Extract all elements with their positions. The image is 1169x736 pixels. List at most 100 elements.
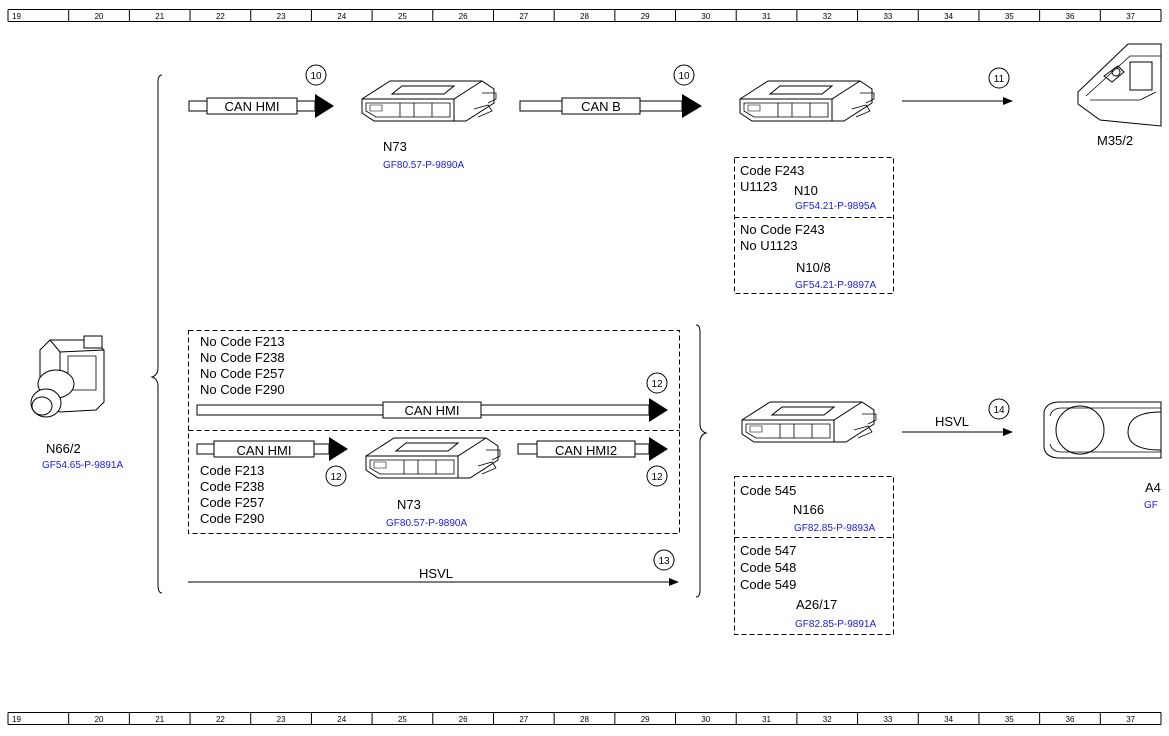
callout-12a-number: 12 (651, 379, 663, 390)
m35-2-device-icon (1077, 43, 1162, 127)
ruler-column-label: 23 (277, 12, 286, 21)
n73-top-ecu-icon (361, 80, 497, 122)
n10-variant-box (734, 157, 894, 294)
ruler-column-label: 21 (155, 12, 164, 21)
m35-2-label: M35/2 (1097, 133, 1133, 148)
ruler-column-label: 19 (12, 12, 21, 21)
n10-8-code-line2: No U1123 (740, 238, 798, 253)
n166-code-line: Code 545 (740, 483, 796, 498)
ruler-column-label: 37 (1126, 715, 1135, 724)
a26-17-ref-link[interactable]: GF82.85-P-9891A (795, 619, 876, 630)
ruler-column-label: 34 (944, 12, 953, 21)
n10-8-label: N10/8 (796, 260, 831, 275)
can-b-arrow (519, 94, 702, 118)
n73-top-label: N73 (383, 139, 407, 154)
callout-12a (646, 372, 668, 394)
can-hmi-mid-arrow (196, 398, 668, 422)
callout-11-number: 11 (994, 74, 1005, 85)
ruler-column-label: 27 (519, 12, 528, 21)
n10-code-line2: U1123 (740, 179, 777, 194)
can-hmi-low-arrow (196, 437, 348, 461)
callout-11 (988, 67, 1010, 89)
callout-12c (646, 465, 668, 487)
n166-ref-link[interactable]: GF82.85-P-9893A (794, 523, 875, 534)
hsvl-bottom-label: HSVL (419, 566, 453, 581)
ruler-column-label: 31 (762, 12, 771, 21)
code-variant-box (188, 330, 680, 534)
ruler-column-label: 31 (762, 715, 771, 724)
ruler-column-label: 24 (337, 715, 346, 724)
ruler-column-label: 30 (701, 12, 710, 21)
can-b-label: CAN B (581, 99, 621, 114)
callout-10b-number: 10 (678, 71, 690, 82)
n66-2-label: N66/2 (46, 441, 81, 456)
n10-8-ref-link[interactable]: GF54.21-P-9897A (795, 280, 876, 291)
ruler-column-label: 27 (519, 715, 528, 724)
n166-ecu-icon (741, 401, 877, 443)
instrument-cluster-a4-icon (1043, 401, 1162, 459)
ruler-column-label: 32 (823, 12, 832, 21)
ruler-column-label: 25 (398, 12, 407, 21)
ruler-column-label: 20 (95, 12, 104, 21)
ruler-column-label: 33 (883, 12, 892, 21)
a26-17-label: A26/17 (796, 597, 837, 612)
ruler-column-label: 26 (459, 715, 468, 724)
callout-12b-number: 12 (330, 472, 342, 483)
ruler-column-label: 22 (216, 12, 225, 21)
can-hmi-mid-label: CAN HMI (405, 403, 460, 418)
n10-ref-link[interactable]: GF54.21-P-9895A (795, 201, 876, 212)
code-line4: Code F290 (200, 511, 264, 526)
ruler-column-label: 37 (1126, 12, 1135, 21)
ruler-column-label: 19 (12, 715, 21, 724)
a4-ref-link[interactable]: GF (1144, 500, 1158, 511)
callout-13-number: 13 (658, 556, 670, 567)
a4-label: A4 (1145, 480, 1161, 495)
ruler-column-label: 35 (1005, 715, 1014, 724)
ruler-column-label: 34 (944, 715, 953, 724)
n73-lower-ref-link[interactable]: GF80.57-P-9890A (386, 518, 467, 529)
can-hmi2-arrow (517, 437, 668, 461)
n10-8-code-line1: No Code F243 (740, 222, 825, 237)
n66-2-ref-link[interactable]: GF54.65-P-9891A (42, 460, 123, 471)
ruler-column-label: 21 (155, 715, 164, 724)
hsvl-right-label: HSVL (935, 414, 969, 429)
code-line1: Code F213 (200, 463, 264, 478)
no-code-line1: No Code F213 (200, 334, 285, 349)
callout-14-number: 14 (993, 405, 1005, 416)
ruler-column-label: 25 (398, 715, 407, 724)
n73-lower-ecu-icon (365, 437, 501, 479)
ruler-column-label: 24 (337, 12, 346, 21)
ruler-column-label: 26 (459, 12, 468, 21)
camera-n66-2-icon (30, 335, 105, 418)
a26-code-line1: Code 547 (740, 543, 796, 558)
callout-12b (325, 465, 347, 487)
ruler-column-label: 28 (580, 715, 589, 724)
n166-label: N166 (793, 502, 824, 517)
can-hmi2-label: CAN HMI2 (555, 443, 617, 458)
ruler-column-label: 23 (277, 715, 286, 724)
n73-top-ref-link[interactable]: GF80.57-P-9890A (383, 160, 464, 171)
ruler-column-label: 36 (1066, 715, 1075, 724)
no-code-line4: No Code F290 (200, 382, 285, 397)
code-line3: Code F257 (200, 495, 264, 510)
n10-label: N10 (794, 183, 818, 198)
ruler-column-label: 32 (823, 715, 832, 724)
can-hmi-low-label: CAN HMI (237, 443, 292, 458)
no-code-line3: No Code F257 (200, 366, 285, 381)
ruler-column-label: 28 (580, 12, 589, 21)
ruler-column-label: 29 (641, 12, 650, 21)
callout-13 (653, 549, 675, 571)
ruler-column-label: 33 (883, 715, 892, 724)
left-brace (150, 74, 163, 594)
code-line2: Code F238 (200, 479, 264, 494)
callout-10b (673, 64, 695, 86)
n10-ecu-icon (739, 80, 875, 122)
ruler-column-label: 29 (641, 715, 650, 724)
ruler-column-label: 36 (1066, 12, 1075, 21)
ruler-column-label: 20 (95, 715, 104, 724)
callout-12c-number: 12 (651, 472, 663, 483)
n10-code-line1: Code F243 (740, 163, 804, 178)
can-hmi-top-label: CAN HMI (225, 99, 280, 114)
